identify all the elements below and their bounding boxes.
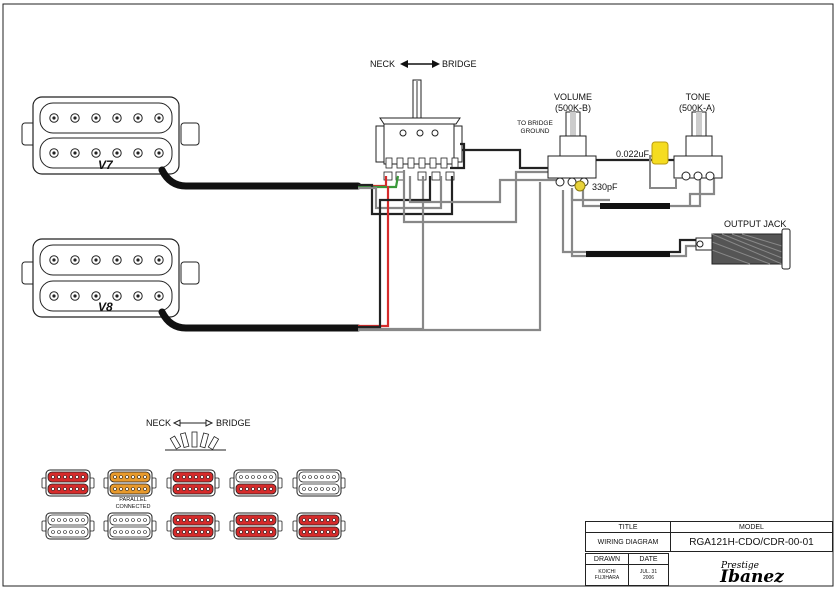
parallel-connected-label: PARALLEL CONNECTED (115, 497, 151, 510)
volume-capacitor-330pf (574, 180, 586, 192)
pole-piece-center (73, 116, 77, 120)
pole-piece-center (136, 151, 140, 155)
pole-piece-center (52, 294, 56, 298)
legend-selector-icon (165, 419, 226, 451)
legend-humbucker (229, 512, 283, 540)
pole-piece-center (73, 294, 77, 298)
pole-piece-center (157, 258, 161, 262)
page-border (2, 3, 834, 587)
legend-humbucker (103, 469, 157, 497)
signal-wires (358, 142, 716, 332)
pickup-selector-switch (375, 79, 463, 181)
legend-humbucker (41, 469, 95, 497)
bridge-pole-pieces (49, 255, 164, 301)
volume-pot (547, 111, 597, 187)
drawn-header: DRAWN (585, 553, 629, 565)
tone-cap-label: 0.022uF (616, 149, 650, 159)
legend-neck-label: NECK (146, 418, 172, 428)
pole-piece-center (52, 258, 56, 262)
pole-piece-center (52, 151, 56, 155)
legend-humbucker (41, 512, 95, 540)
legend-grid (41, 469, 346, 540)
bridge-label: BRIDGE (442, 59, 477, 69)
volume-cap-label: 330pF (592, 182, 618, 192)
tone-value-label: (500K-A) (678, 103, 715, 113)
neck-pole-pieces (49, 113, 164, 158)
date-header: DATE (628, 553, 669, 565)
shield-cable-jack (586, 251, 670, 257)
volume-value-label: (500K-B) (554, 103, 591, 113)
pole-piece-center (94, 294, 98, 298)
title-value: WIRING DIAGRAM (585, 532, 671, 552)
title-header: TITLE (585, 521, 671, 533)
to-bridge-ground-label: TO BRIDGE GROUND (517, 120, 553, 135)
pole-piece-center (157, 151, 161, 155)
pole-piece-center (94, 151, 98, 155)
tone-capacitor-0022uf (649, 141, 677, 189)
brand-logo: Ibanez (719, 567, 784, 587)
model-value: RGA121H-CDO/CDR-00-01 (670, 532, 833, 552)
neck-pickup (21, 96, 200, 175)
pole-piece-center (94, 258, 98, 262)
drawn-value: KOICHI FUJIHARA (585, 564, 629, 586)
bridge-cable (158, 308, 362, 332)
pole-piece-center (115, 116, 119, 120)
legend-humbucker (292, 469, 346, 497)
neck-pickup-name: V7 (98, 158, 113, 172)
legend-humbucker (103, 512, 157, 540)
pole-piece-center (115, 294, 119, 298)
legend-humbucker (292, 512, 346, 540)
neck-cable (158, 166, 362, 190)
pole-piece-center (73, 151, 77, 155)
legend-humbucker (229, 469, 283, 497)
brand-sub: Prestige (720, 561, 759, 571)
pole-piece-center (52, 116, 56, 120)
pole-piece-center (115, 151, 119, 155)
date-value: JUL. 31 2006 (628, 564, 669, 586)
pole-piece-center (136, 116, 140, 120)
pole-piece-center (157, 116, 161, 120)
legend-bridge-label: BRIDGE (216, 418, 251, 428)
model-header: MODEL (670, 521, 833, 533)
neck-bridge-arrow (400, 60, 440, 68)
pole-piece-center (94, 116, 98, 120)
legend-humbucker (166, 469, 220, 497)
pole-piece-center (136, 294, 140, 298)
pole-piece-center (157, 294, 161, 298)
tone-label: TONE (685, 92, 711, 102)
shield-cable-tone (600, 203, 670, 209)
tone-pot (673, 111, 723, 181)
output-jack-label: OUTPUT JACK (724, 219, 787, 229)
legend-humbucker (166, 512, 220, 540)
bridge-pickup (21, 238, 200, 318)
pole-piece-center (73, 258, 77, 262)
drawn-block: DRAWN DATE KOICHI FUJIHARA JUL. 31 2006 (585, 553, 669, 586)
title-block: TITLE MODEL WIRING DIAGRAM RGA121H-CDO/C… (585, 521, 833, 552)
output-jack (695, 228, 791, 270)
neck-label: NECK (370, 59, 396, 69)
pole-piece-center (136, 258, 140, 262)
pole-piece-center (115, 258, 119, 262)
volume-label: VOLUME (553, 92, 592, 102)
bridge-pickup-name: V8 (98, 300, 113, 314)
